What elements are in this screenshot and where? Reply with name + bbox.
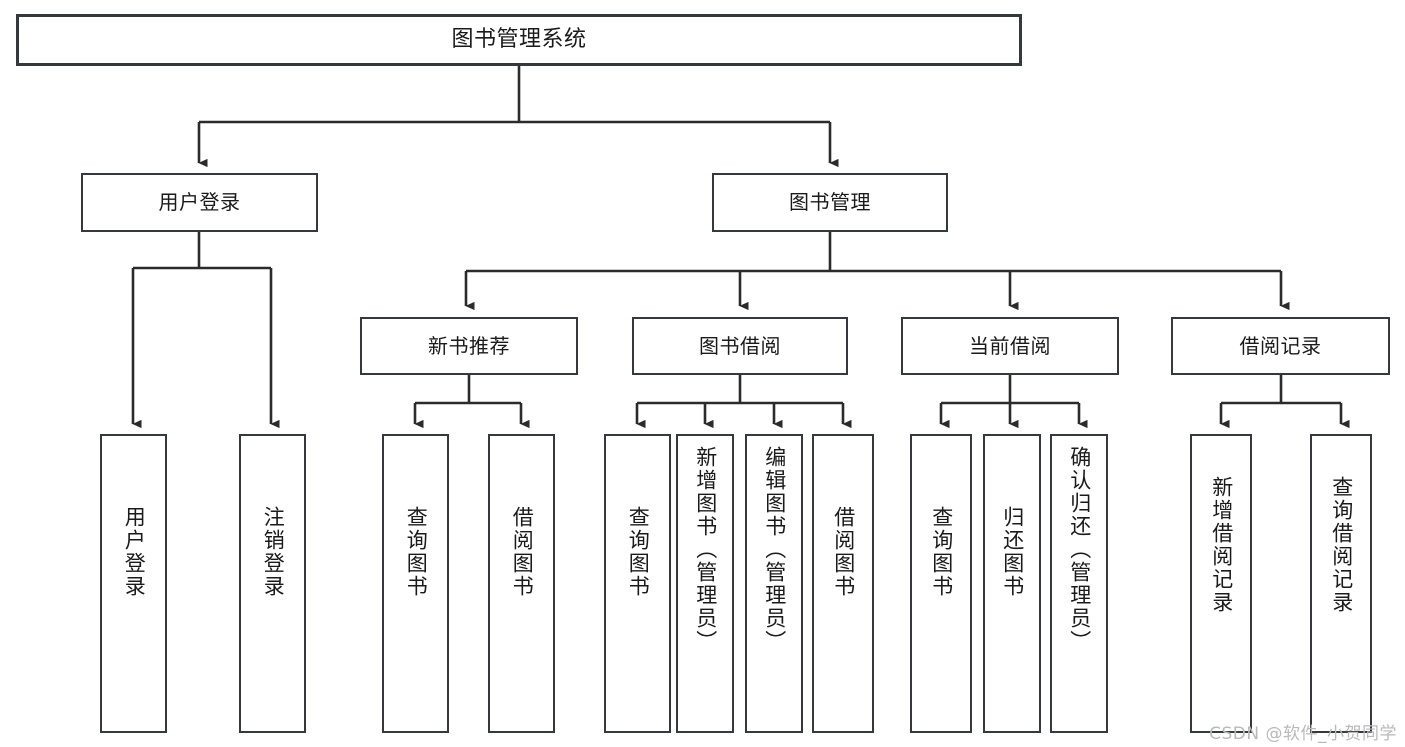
node-label: 查询借阅记录 [1329, 476, 1354, 614]
node-book-manage[interactable]: 图书管理 [712, 173, 948, 232]
leaf-user-login[interactable]: 用户登录 [100, 434, 167, 733]
node-label: 借阅图书 [510, 506, 535, 598]
leaf-add-book-admin[interactable]: 新增图书（管理员） [676, 434, 734, 733]
node-label: 新书推荐 [428, 333, 510, 358]
node-label: 查询图书 [626, 506, 651, 598]
node-new-book-recommend[interactable]: 新书推荐 [360, 317, 578, 375]
leaf-return-book[interactable]: 归还图书 [983, 434, 1041, 733]
node-borrow-record[interactable]: 借阅记录 [1171, 317, 1390, 375]
node-label: 用户登录 [158, 190, 241, 214]
node-label: 借阅记录 [1239, 333, 1322, 358]
node-label: 查询图书 [404, 506, 429, 598]
node-label: 查询图书 [929, 506, 954, 598]
leaf-query-borrow-record[interactable]: 查询借阅记录 [1310, 434, 1372, 733]
node-label: 用户登录 [122, 506, 147, 598]
leaf-query-book-1[interactable]: 查询图书 [382, 434, 449, 733]
node-current-borrow[interactable]: 当前借阅 [901, 317, 1119, 375]
node-label: 图书借阅 [699, 333, 781, 358]
node-user-login[interactable]: 用户登录 [81, 173, 318, 232]
leaf-edit-book-admin[interactable]: 编辑图书（管理员） [745, 434, 803, 733]
node-root-book-management-system[interactable]: 图书管理系统 [16, 14, 1022, 66]
node-label: 确认归还（管理员） [1067, 446, 1092, 653]
node-label: 归还图书 [1000, 506, 1025, 598]
node-label: 图书管理系统 [451, 27, 587, 53]
leaf-query-book-2[interactable]: 查询图书 [604, 434, 671, 733]
node-label: 图书管理 [789, 190, 871, 214]
node-book-borrow[interactable]: 图书借阅 [632, 317, 848, 375]
node-label: 注销登录 [261, 506, 286, 598]
leaf-query-book-3[interactable]: 查询图书 [910, 434, 972, 733]
node-label: 新增借阅记录 [1209, 476, 1234, 614]
leaf-add-borrow-record[interactable]: 新增借阅记录 [1190, 434, 1252, 733]
node-label: 编辑图书（管理员） [762, 446, 787, 653]
csdn-watermark: CSDN @软件_小贺同学 [1209, 724, 1397, 744]
leaf-user-logout[interactable]: 注销登录 [239, 434, 306, 733]
node-label: 当前借阅 [969, 333, 1051, 358]
leaf-confirm-return-admin[interactable]: 确认归还（管理员） [1050, 434, 1108, 733]
leaf-borrow-book-2[interactable]: 借阅图书 [812, 434, 874, 733]
node-label: 新增图书（管理员） [693, 446, 718, 653]
leaf-borrow-book-1[interactable]: 借阅图书 [488, 434, 555, 733]
node-label: 借阅图书 [831, 506, 856, 598]
